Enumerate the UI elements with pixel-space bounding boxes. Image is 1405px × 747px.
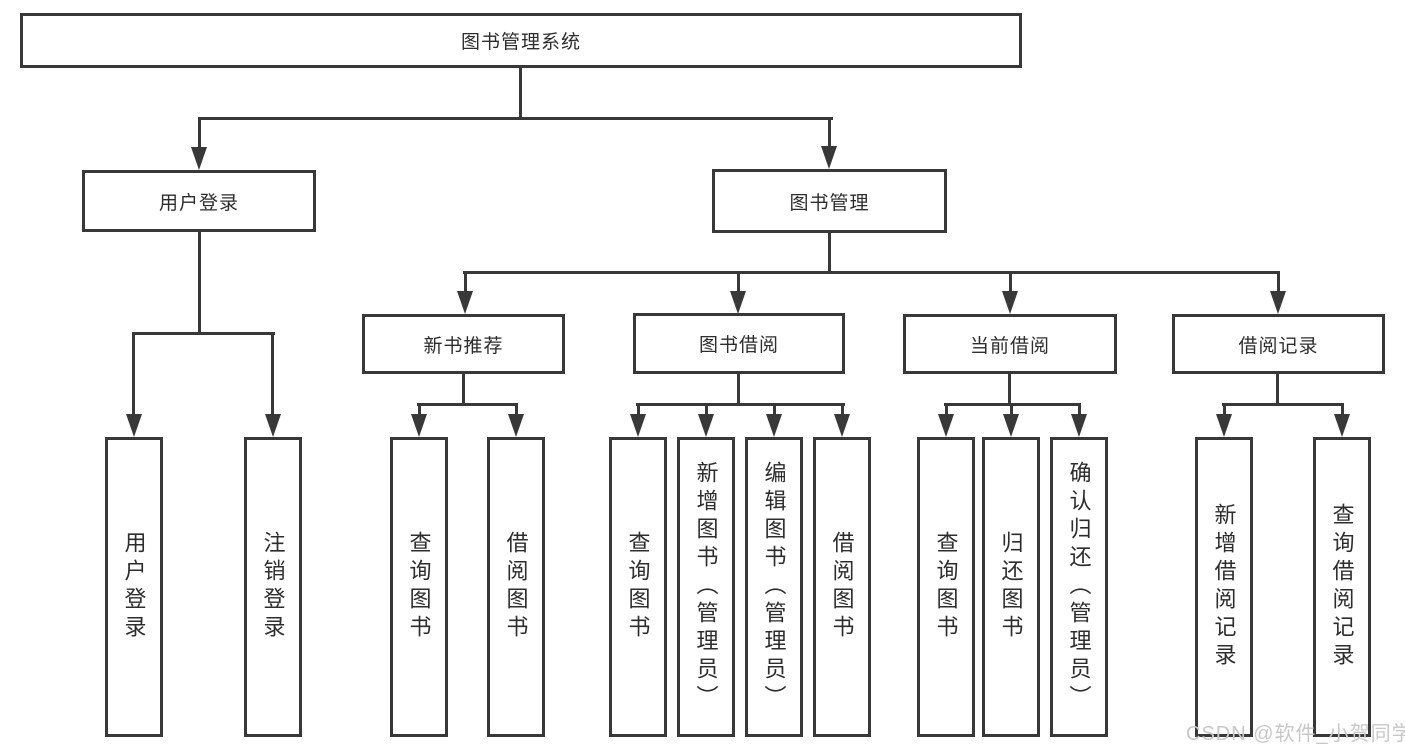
connector-line xyxy=(132,334,135,415)
connector-line xyxy=(417,403,518,406)
watermark: CSDN @软件_小贺同学 xyxy=(1186,723,1405,745)
leaf-query-borrow-record: 查询借阅记录 xyxy=(1313,437,1371,737)
connector-line xyxy=(773,405,776,416)
leaf-add-book-admin: 新增图书（管理员） xyxy=(677,437,735,737)
arrow-down-icon xyxy=(1071,414,1087,437)
connector-line xyxy=(1223,405,1226,416)
leaf-label: 编辑图书（管理员） xyxy=(761,461,787,713)
connector-line xyxy=(1341,405,1344,416)
connector-line xyxy=(637,405,640,416)
connector-line xyxy=(841,405,844,416)
connector-line xyxy=(464,273,467,291)
arrow-down-icon xyxy=(698,414,714,437)
arrow-down-icon xyxy=(265,414,281,437)
node-label: 图书管理系统 xyxy=(460,32,581,53)
leaf-borrow-book-recommend: 借阅图书 xyxy=(487,437,545,737)
connector-line xyxy=(132,332,275,335)
leaf-logout: 注销登录 xyxy=(244,437,302,737)
leaf-query-books-recommend: 查询图书 xyxy=(390,437,448,737)
arrow-down-icon xyxy=(1216,414,1232,437)
leaf-label: 借阅图书 xyxy=(829,531,855,643)
connector-line xyxy=(828,233,831,274)
arrow-down-icon xyxy=(126,414,142,437)
leaf-label: 确认归还（管理员） xyxy=(1066,461,1092,713)
leaf-label: 借阅图书 xyxy=(503,531,529,643)
leaf-label: 用户登录 xyxy=(121,531,147,643)
arrow-down-icon xyxy=(730,291,746,314)
connector-line xyxy=(737,273,740,291)
leaf-query-books-borrow: 查询图书 xyxy=(609,437,667,737)
leaf-label: 注销登录 xyxy=(260,531,286,643)
arrow-down-icon xyxy=(1003,414,1019,437)
connector-line xyxy=(944,403,1081,406)
leaf-label: 新增图书（管理员） xyxy=(693,461,719,713)
leaf-label: 查询借阅记录 xyxy=(1329,503,1355,671)
node-label: 图书借阅 xyxy=(698,335,779,356)
arrow-down-icon xyxy=(508,414,524,437)
leaf-edit-book-admin: 编辑图书（管理员） xyxy=(745,437,803,737)
arrow-down-icon xyxy=(1002,291,1018,314)
node-borrow-records: 借阅记录 xyxy=(1172,314,1385,374)
leaf-user-login: 用户登录 xyxy=(105,437,163,737)
connector-line xyxy=(1276,374,1279,405)
arrow-down-icon xyxy=(938,414,954,437)
connector-line xyxy=(463,271,1280,274)
connector-line xyxy=(462,374,465,406)
leaf-add-borrow-record: 新增借阅记录 xyxy=(1195,437,1253,737)
connector-line xyxy=(1009,273,1012,291)
node-current-borrow: 当前借阅 xyxy=(903,314,1117,374)
connector-line xyxy=(515,405,518,416)
leaf-label: 查询图书 xyxy=(933,531,959,643)
connector-line xyxy=(198,117,833,120)
leaf-query-books-current: 查询图书 xyxy=(917,437,975,737)
node-label: 当前借阅 xyxy=(969,335,1050,357)
connector-line xyxy=(271,334,274,415)
node-new-book-recommend: 新书推荐 xyxy=(362,314,565,374)
connector-line xyxy=(198,232,201,335)
connector-line xyxy=(1008,374,1011,405)
node-book-management: 图书管理 xyxy=(712,169,947,233)
connector-line xyxy=(636,403,845,406)
arrow-down-icon xyxy=(191,147,207,170)
leaf-confirm-return-admin: 确认归还（管理员） xyxy=(1050,437,1108,737)
leaf-label: 查询图书 xyxy=(406,531,432,643)
connector-line xyxy=(828,118,831,149)
connector-line xyxy=(1010,405,1013,416)
connector-line xyxy=(1078,405,1081,416)
arrow-down-icon xyxy=(766,414,782,437)
connector-line xyxy=(198,118,201,149)
node-user-login: 用户登录 xyxy=(82,170,316,232)
node-label: 图书管理 xyxy=(789,192,870,214)
node-library-system: 图书管理系统 xyxy=(20,13,1022,68)
leaf-return-book: 归还图书 xyxy=(982,437,1040,737)
connector-line xyxy=(519,68,522,120)
leaf-label: 新增借阅记录 xyxy=(1211,503,1237,671)
leaf-label: 查询图书 xyxy=(625,531,651,643)
connector-line xyxy=(1222,403,1344,406)
node-label: 新书推荐 xyxy=(423,335,504,357)
arrow-down-icon xyxy=(834,414,850,437)
leaf-borrow-book: 借阅图书 xyxy=(813,437,871,737)
arrow-down-icon xyxy=(457,291,473,314)
leaf-label: 归还图书 xyxy=(998,531,1024,643)
arrow-down-icon xyxy=(821,146,837,169)
arrow-down-icon xyxy=(411,414,427,437)
arrow-down-icon xyxy=(630,414,646,437)
node-label: 借阅记录 xyxy=(1238,335,1319,357)
arrow-down-icon xyxy=(1334,414,1350,437)
connector-line xyxy=(945,405,948,416)
connector-line xyxy=(705,405,708,416)
connector-line xyxy=(1277,273,1280,291)
connector-line xyxy=(737,374,740,405)
connector-line xyxy=(418,405,421,416)
node-label: 用户登录 xyxy=(158,192,239,214)
arrow-down-icon xyxy=(1270,291,1286,314)
node-book-borrow: 图书借阅 xyxy=(633,313,845,374)
